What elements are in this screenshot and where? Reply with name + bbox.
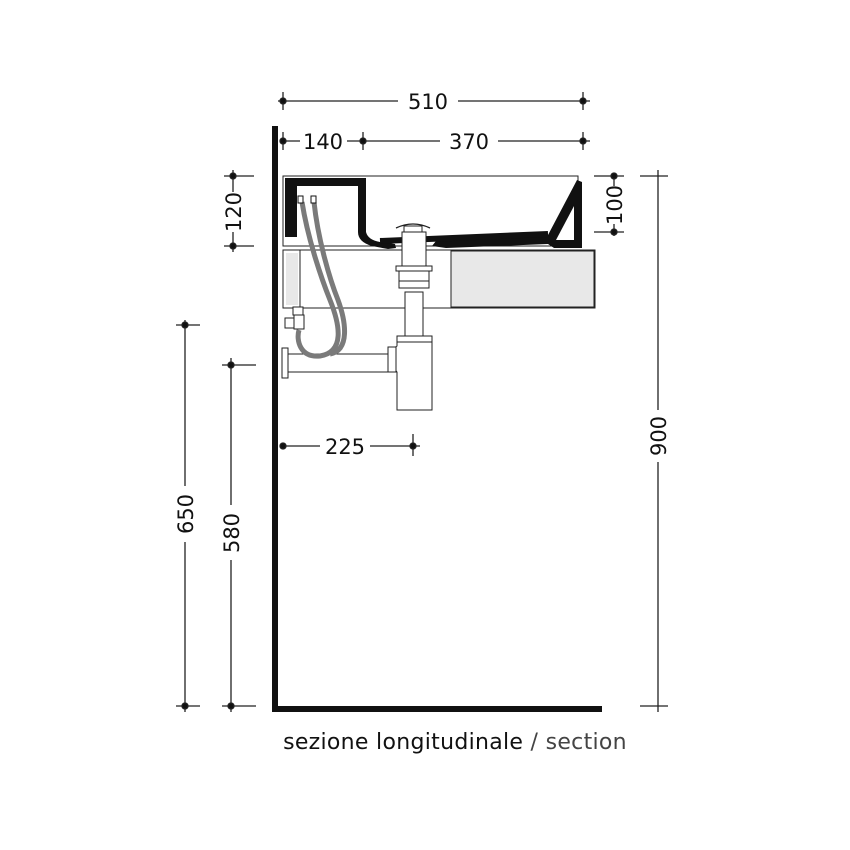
caption-english: section	[545, 730, 627, 755]
figure-caption: sezione longitudinale / section	[0, 730, 850, 755]
dim-back-deck: 140	[303, 130, 343, 154]
bottle-siphon	[281, 335, 433, 411]
dimension-lines	[176, 92, 668, 712]
drain-fitting	[395, 223, 433, 337]
caption-separator: /	[523, 730, 546, 755]
dim-basin-height-back: 120	[222, 192, 246, 232]
dim-bowl-width: 370	[449, 130, 489, 154]
dim-basin-height-front: 100	[603, 185, 627, 225]
caption-italian: sezione longitudinale	[283, 730, 524, 755]
dim-total-width: 510	[408, 90, 448, 114]
vanity-unit	[282, 249, 596, 309]
washbasin	[282, 175, 582, 249]
dim-top-height: 900	[647, 416, 671, 456]
water-supply	[284, 195, 348, 359]
wall-and-floor	[272, 126, 602, 712]
dim-waste-height: 650	[174, 494, 198, 534]
dim-supply-height: 580	[220, 513, 244, 553]
dim-drain-axis: 225	[325, 435, 365, 459]
